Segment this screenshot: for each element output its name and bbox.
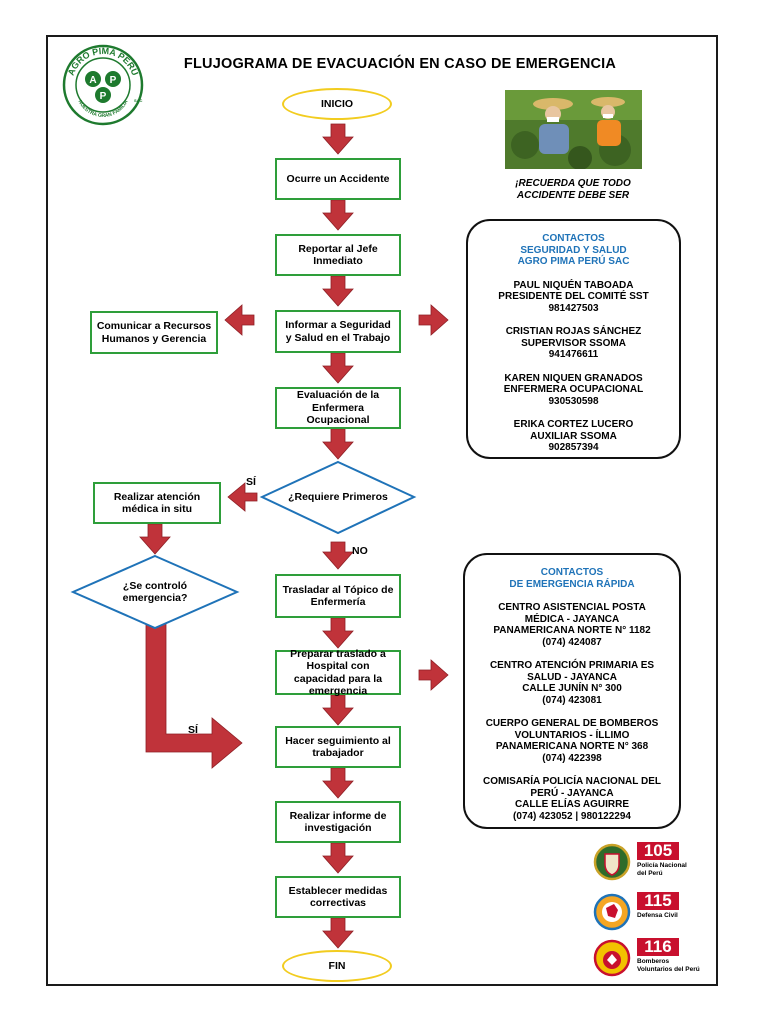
arrow-down-10 [322,917,354,949]
step-communicate-rrhh: Comunicar a Recursos Humanos y Gerencia [90,311,218,354]
civil-defense-number: 115 [637,892,679,910]
arrow-left-rrhh [224,304,255,336]
reminder-text: ¡RECUERDA QUE TODO ACCIDENTE DEBE SER [515,178,631,201]
label-yes-2: SÍ [188,724,198,736]
arrow-down-2 [322,199,354,231]
arrow-down-onsite [139,523,171,555]
contacts-emergency-panel: CONTACTOS DE EMERGENCIA RÁPIDA CENTRO AS… [463,553,681,829]
step-accident: Ocurre un Accidente [275,158,401,200]
arrow-down-3 [322,275,354,307]
decision-diamond-2 [70,554,240,630]
contact-person: PAUL NIQUÉN TABOADA PRESIDENTE DEL COMIT… [498,279,649,314]
arrow-down-5 [322,428,354,460]
firefighters-badge-icon [593,939,631,977]
emergency-place: CENTRO ATENCIÓN PRIMARIA ES SALUD - JAYA… [489,660,655,706]
firefighters-number: 116 [637,938,679,956]
step-nurse-evaluation: Evaluación de la Enfermera Ocupacional [275,387,401,429]
page-title: FLUJOGRAMA DE EVACUACIÓN EN CASO DE EMER… [183,56,617,72]
step-report: Reportar al Jefe Inmediato [275,234,401,276]
police-shield-icon [593,843,631,881]
emergency-place: CUERPO GENERAL DE BOMBEROS VOLUNTARIOS -… [485,718,659,764]
emergency-civil-defense: 115 Defensa Civil [593,892,713,932]
decision-controlled: ¿Se controló emergencia? [122,579,188,605]
arrow-down-9 [322,842,354,874]
start-oval: INICIO [282,88,392,120]
contacts-emergency-heading: CONTACTOS DE EMERGENCIA RÁPIDA [509,567,635,590]
page-frame [46,35,718,986]
workers-photo [505,90,642,169]
decision-first-aid: ¿Requiere Primeros [288,490,388,503]
emergency-firefighters: 116 Bomberos Voluntarios del Perú [593,938,718,978]
civil-defense-name: Defensa Civil [637,912,678,919]
contacts-sst-panel: CONTACTOS SEGURIDAD Y SALUD AGRO PIMA PE… [466,219,681,459]
police-number: 105 [637,842,679,860]
logo-mark: SAC [134,98,143,103]
firefighters-name: Bomberos Voluntarios del Perú [637,958,700,973]
step-follow-up: Hacer seguimiento al trabajador [275,726,401,768]
step-prepare-hospital: Preparar traslado a Hospital con capacid… [275,648,401,697]
logo-letter-a: A [89,75,96,86]
arrow-down-no [322,541,354,570]
step-inform-sst: Informar a Seguridad y Salud en el Traba… [275,310,401,353]
emergency-place: COMISARÍA POLICÍA NACIONAL DEL PERÚ - JA… [483,776,661,822]
arrow-down-1 [322,123,354,155]
logo-letter-p2: P [100,91,107,102]
step-transfer-topic: Trasladar al Tópico de Enfermería [275,574,401,618]
logo-letter-p1: P [110,75,117,86]
emergency-police: 105 Policía Nacional del Perú [593,842,713,882]
arrow-yes2-elbow [145,599,243,769]
decision-diamond-1 [259,460,417,535]
label-no-1: NO [352,545,368,557]
arrow-right-sst [418,304,449,336]
police-name: Policía Nacional del Perú [637,862,687,877]
arrow-down-8 [322,767,354,799]
end-oval: FIN [282,950,392,982]
step-investigation-report: Realizar informe de investigación [275,801,401,843]
arrow-down-7 [322,694,354,726]
arrow-left-yes1 [227,482,258,512]
contact-person: CRISTIAN ROJAS SÁNCHEZ SUPERVISOR SSOMA … [505,326,642,360]
contact-person: ERIKA CORTEZ LUCERO AUXILIAR SSOMA 90285… [513,419,634,453]
civil-defense-icon [593,893,631,931]
contact-person: KAREN NIQUEN GRANADOS ENFERMERA OCUPACIO… [503,372,644,407]
arrow-down-6 [322,617,354,649]
emergency-place: CENTRO ASISTENCIAL POSTA MÉDICA - JAYANC… [493,602,651,648]
step-onsite-care: Realizar atención médica in situ [93,482,221,524]
arrow-down-4 [322,352,354,384]
contacts-sst-heading: CONTACTOS SEGURIDAD Y SALUD AGRO PIMA PE… [517,233,630,267]
step-corrective-measures: Establecer medidas correctivas [275,876,401,918]
label-yes-1: SÍ [246,476,256,488]
agro-pima-logo: AGRO PIMA PERÚ NUESTRA GRAN FAMILIA A P … [62,44,144,126]
arrow-right-hospital [418,659,449,691]
